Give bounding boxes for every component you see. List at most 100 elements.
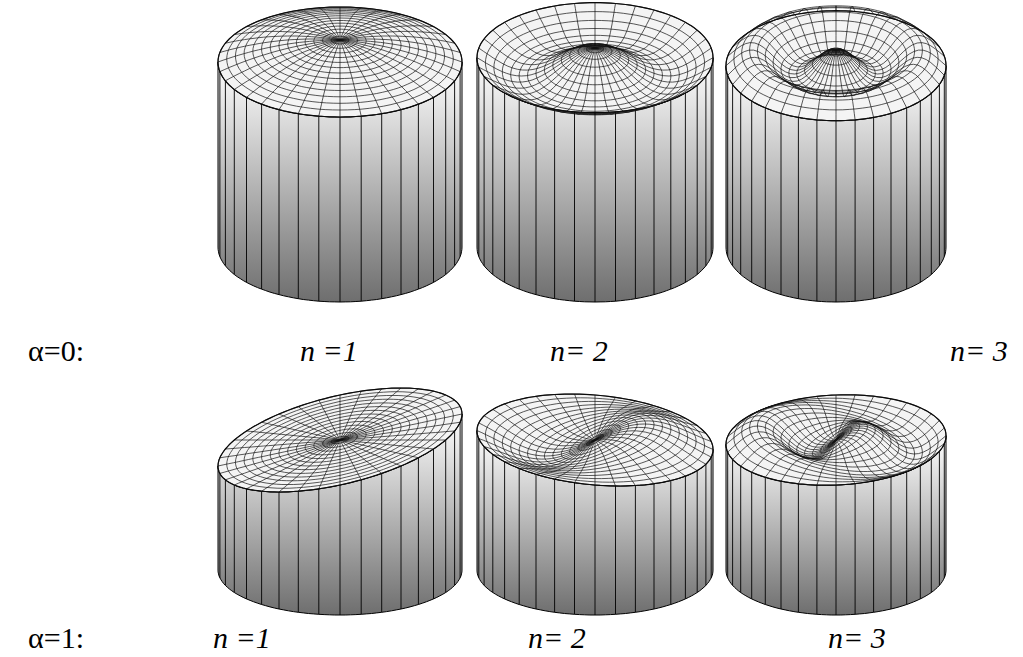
mesh-radial <box>798 399 836 440</box>
side-line <box>460 72 461 257</box>
mesh-radial <box>595 421 711 442</box>
side-line <box>891 113 892 294</box>
mesh-radial <box>340 40 455 81</box>
side-line <box>246 489 247 599</box>
mesh-radial <box>220 440 340 473</box>
side-line <box>906 108 907 289</box>
mesh-radial <box>595 10 654 50</box>
side-line <box>615 486 616 614</box>
side-line <box>445 90 446 275</box>
mesh-radial <box>340 40 401 110</box>
mesh-radial <box>340 440 382 473</box>
mesh-radial <box>595 48 654 109</box>
mesh-radial <box>726 50 836 74</box>
mode-cylinder <box>218 388 462 615</box>
mesh-radial <box>340 36 455 43</box>
mesh-radial <box>595 48 596 115</box>
mesh-radial <box>340 7 341 40</box>
mesh-ring <box>477 394 713 486</box>
mesh-radial <box>319 400 340 440</box>
mesh-radial <box>298 407 340 440</box>
side-line <box>261 491 262 604</box>
mode-cylinder <box>477 3 713 302</box>
mode-label: n= 2 <box>528 623 586 653</box>
side-line <box>939 85 940 266</box>
mode-cylinder <box>218 7 462 302</box>
mesh-radial <box>595 22 685 55</box>
side-line <box>816 120 817 301</box>
mesh-radial <box>836 395 855 440</box>
side-line <box>454 81 455 266</box>
side-line <box>381 114 382 299</box>
side-line <box>298 491 299 612</box>
side-line <box>654 484 655 609</box>
top-face <box>218 388 462 492</box>
side-line <box>225 81 226 266</box>
mesh-radial <box>262 422 340 440</box>
side-line <box>298 114 299 299</box>
side-line <box>705 77 706 266</box>
side-line <box>454 431 455 585</box>
top-face <box>477 394 713 486</box>
side-line <box>740 93 741 274</box>
side-line <box>685 93 686 282</box>
mesh-radial <box>279 40 340 110</box>
side-line <box>219 72 220 257</box>
side-line <box>670 481 671 605</box>
mesh-radial <box>836 9 874 56</box>
mesh-radial <box>595 48 713 76</box>
mesh-radial <box>595 413 685 440</box>
mesh-radial <box>595 440 596 485</box>
side-line <box>615 112 616 301</box>
mesh-radial <box>536 396 595 440</box>
mesh-radial <box>340 40 341 117</box>
side-line <box>504 462 505 599</box>
side-line <box>433 449 434 599</box>
side-line <box>401 466 402 609</box>
side-line <box>484 77 485 266</box>
mesh-radial <box>340 39 460 52</box>
side-line <box>361 116 362 301</box>
side-line <box>234 90 235 275</box>
mesh-radial <box>225 40 340 81</box>
mesh-radial <box>595 416 697 441</box>
mesh-radial <box>726 426 836 454</box>
side-line <box>279 492 280 609</box>
side-line <box>944 444 945 578</box>
side-line <box>798 117 799 298</box>
side-line <box>798 484 799 613</box>
mesh-radial <box>836 399 891 440</box>
mesh-radial <box>836 421 939 443</box>
mesh-radial <box>595 6 635 48</box>
mesh-radial <box>340 440 361 480</box>
side-line <box>401 110 402 295</box>
mesh-radial <box>595 3 596 48</box>
mesh-radial <box>340 440 418 458</box>
side-line <box>873 481 874 613</box>
mesh-radial <box>836 50 837 121</box>
mesh-radial <box>595 440 654 484</box>
mesh-radial <box>340 40 446 90</box>
mesh-radial <box>479 48 595 70</box>
mesh-radial <box>595 395 596 440</box>
mesh-radial <box>595 48 616 114</box>
mesh-radial <box>595 30 697 60</box>
mesh-radial <box>340 391 434 440</box>
mesh-radial <box>493 48 595 94</box>
mesh-radial <box>279 14 340 40</box>
side-line <box>685 476 686 599</box>
side-line <box>554 479 555 612</box>
mesh-radial <box>479 439 595 460</box>
mesh-radial <box>836 440 837 485</box>
side-line <box>855 120 856 301</box>
side-line <box>478 439 479 578</box>
mesh-radial <box>836 403 907 440</box>
mesh-radial <box>595 48 711 70</box>
mesh-radial <box>836 50 855 120</box>
side-line <box>418 458 419 605</box>
side-line <box>944 75 945 256</box>
mesh-radial <box>728 50 836 78</box>
side-line <box>751 101 752 282</box>
